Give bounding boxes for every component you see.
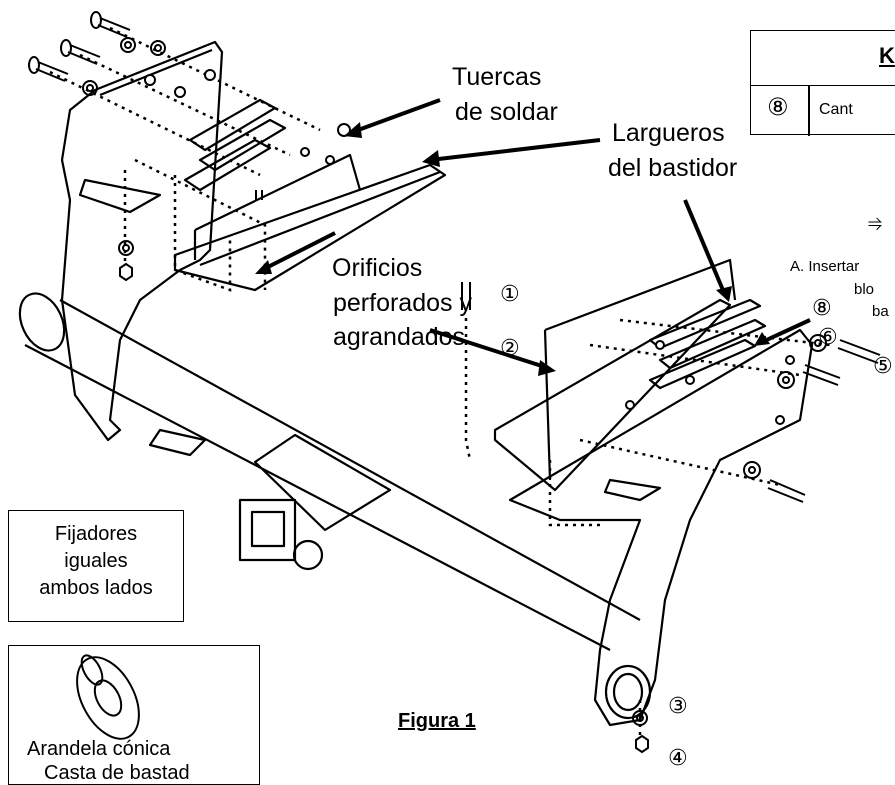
key-row-number: ⑧ [767, 94, 789, 121]
label-frame-rails-1: Largueros [612, 119, 725, 147]
leader-arrows [261, 98, 811, 370]
right-frame-rail [493, 298, 732, 492]
left-bracket [78, 178, 162, 214]
fasteners-note-line-1: Fijadores [54, 523, 138, 545]
callout-4: ④ [668, 745, 688, 770]
receiver-opening [250, 510, 286, 548]
left-side-plate [60, 40, 224, 442]
nuts [119, 123, 649, 754]
instruction-line-3: ba [872, 303, 889, 320]
bolt-right-3 [767, 479, 806, 503]
tube-end-right [604, 664, 652, 720]
label-weld-nuts-2: de soldar [455, 98, 558, 126]
tube-end-right-inner [612, 672, 644, 712]
key-row-text: Cant [819, 101, 853, 118]
bolt-left-2 [67, 44, 101, 65]
fasteners-note-line-2: iguales [64, 550, 128, 572]
bolt-left-3 [35, 61, 69, 82]
instruction-line-2: blo [854, 281, 875, 298]
alignment-lines [49, 26, 831, 735]
tube-end-left [18, 292, 66, 352]
washer-label-2: Casta de bastad [44, 762, 190, 784]
spacer-blocks-right [648, 298, 767, 390]
bolt-right-2 [802, 364, 841, 386]
bolt-holes [144, 69, 795, 425]
key-table: K ⑧ Cant [750, 30, 895, 136]
right-bracket [603, 478, 662, 502]
callout-1: ① [500, 281, 520, 306]
bolt-left-1 [97, 17, 131, 38]
callout-2: ② [500, 335, 520, 360]
callout-8: ⑧ [812, 295, 832, 320]
right-side-plate [508, 328, 814, 727]
label-frame-rails-2: del bastidor [608, 154, 738, 182]
cross-tube [24, 299, 641, 651]
left-frame-rail [173, 163, 447, 292]
wrench-icon: ⥤ [868, 212, 883, 232]
label-drilled-1: Orificios [332, 254, 423, 282]
label-weld-nuts-1: Tuercas [452, 63, 542, 91]
fasteners-note-box: Fijadores iguales ambos lados [8, 510, 184, 622]
key-table-header: K [879, 43, 895, 68]
carriage-bolt-1 [255, 190, 263, 200]
receiver-plate [253, 433, 392, 532]
bolt-right-1 [837, 339, 881, 364]
tube-bracket [148, 428, 207, 457]
callout-6: ⑥ [818, 324, 838, 349]
label-drilled-2: perforados y [333, 289, 472, 317]
label-drilled-3: agrandados [333, 323, 466, 351]
figure-caption: Figura 1 [398, 710, 476, 732]
carriage-bolt-2 [461, 282, 471, 310]
callout-5: ⑤ [873, 353, 893, 378]
arrowheads [255, 122, 770, 376]
washer-box: Arandela cónica Casta de bastad [8, 645, 260, 785]
fasteners-note-line-3: ambos lados [39, 577, 153, 599]
safety-chain-loop [292, 539, 324, 571]
callout-3: ③ [668, 693, 688, 718]
conical-washer-icon [76, 654, 140, 740]
washer-label: Arandela cónica [27, 738, 171, 760]
instruction-line-1: A. Insertar [790, 258, 860, 275]
receiver-box [238, 498, 297, 562]
